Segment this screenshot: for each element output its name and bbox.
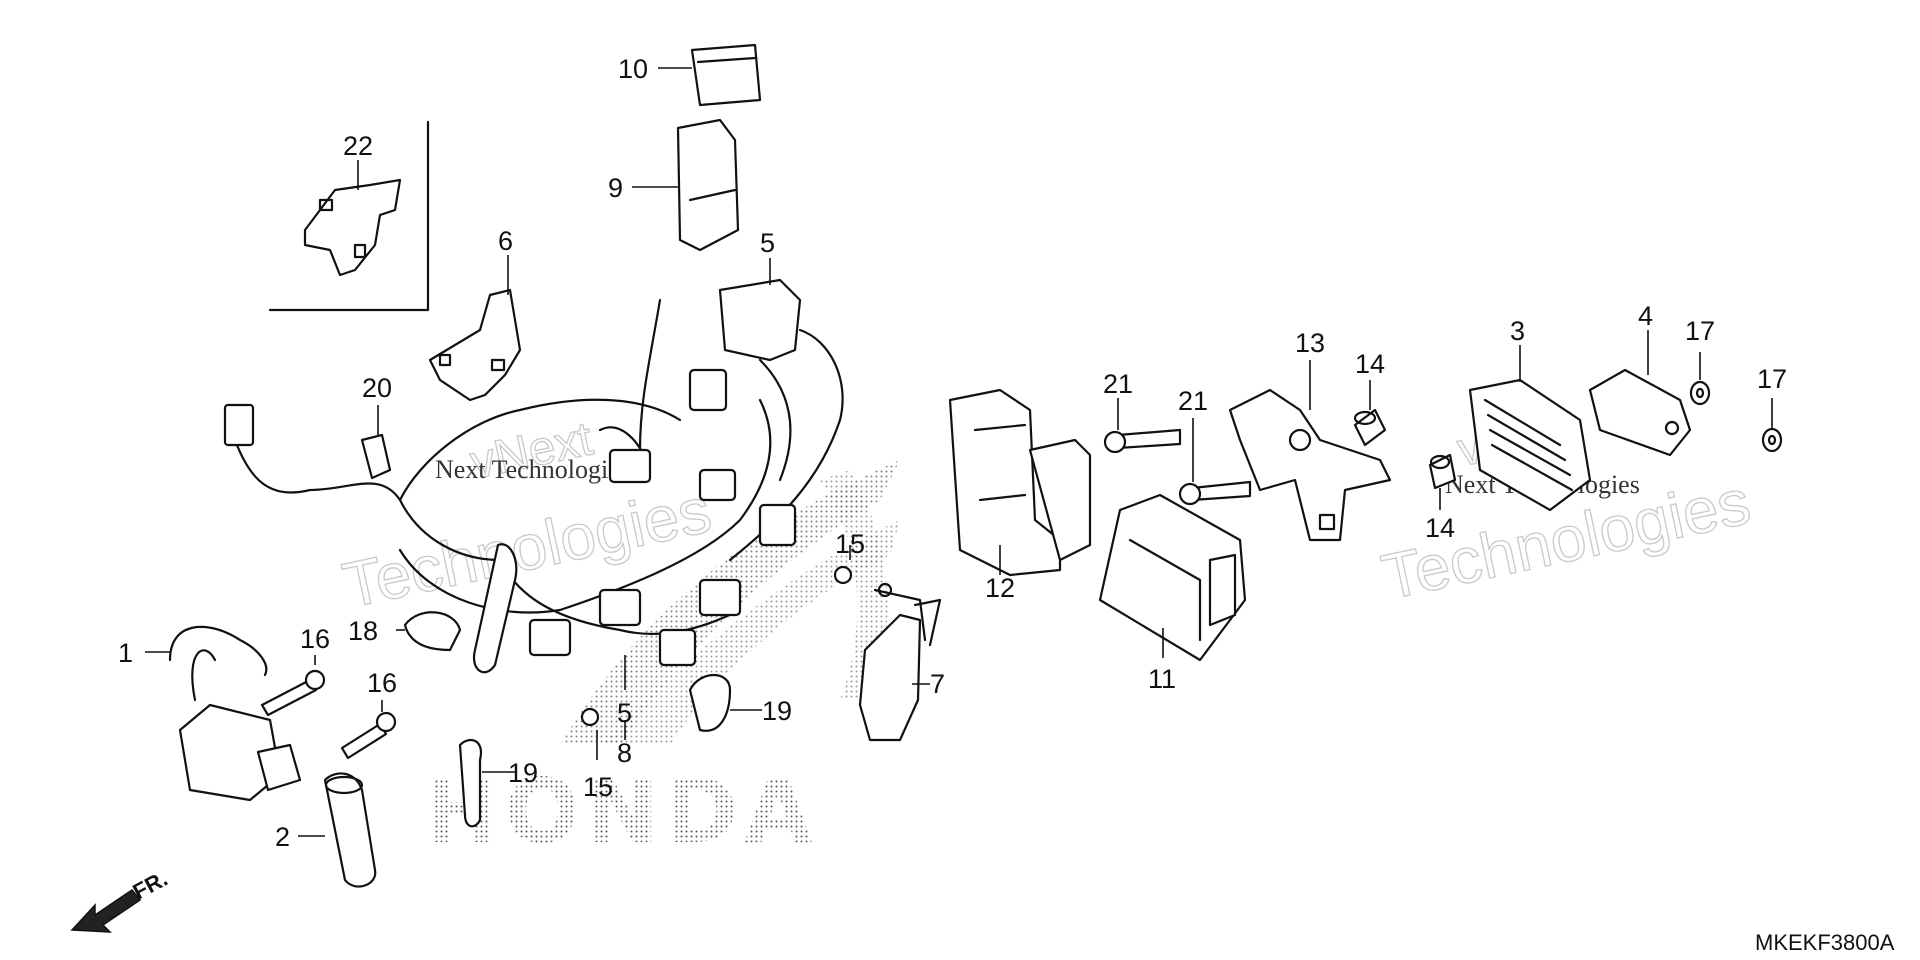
callout-6: 6 [498,226,513,256]
watermark-line-left: Next Technologies [435,455,630,484]
svg-text:Technologies: Technologies [337,474,717,622]
callout-7: 7 [930,669,945,699]
callout-2: 2 [275,822,290,852]
callout-20: 20 [362,373,392,403]
diagram-code: MKEKF3800A [1755,930,1895,955]
callout-14-top: 14 [1355,349,1385,379]
part-1-ignition-coil [168,625,302,802]
callout-11: 11 [1148,664,1176,694]
leader-lines [145,67,1773,837]
part-22-bracket [268,120,430,312]
callout-12: 12 [985,573,1015,603]
part-14-collar-top [1353,408,1387,447]
callout-5-bottom: 5 [617,698,632,728]
callout-labels: 1 2 3 4 5 5 6 7 8 9 10 11 12 13 14 14 15… [118,54,1787,852]
part-15-bolts [580,565,853,727]
part-6-bracket [428,288,522,402]
callout-16-a: 16 [300,624,330,654]
front-direction-arrow: FR. [70,866,172,933]
part-11-module [1098,493,1247,662]
callout-15-bottom: 15 [583,772,613,802]
callout-19-right: 19 [762,696,792,726]
callout-22: 22 [343,131,373,161]
part-4-plate [1588,368,1692,457]
part-5-connector-top [718,278,802,362]
part-16-bolts [260,669,397,760]
callout-1: 1 [118,638,133,668]
part-20-clip [360,433,392,480]
part-14-collar-bottom [1428,453,1457,490]
callout-4: 4 [1638,301,1653,331]
callout-14-bottom: 14 [1425,513,1455,543]
callout-5-top: 5 [760,228,775,258]
part-13-bracket [1228,388,1392,542]
part-12-ecu [948,388,1092,577]
callout-16-b: 16 [367,668,397,698]
part-7-bracket [858,582,942,742]
callout-13: 13 [1295,328,1325,358]
callout-3: 3 [1510,316,1525,346]
callout-19-left: 19 [508,758,538,788]
callout-9: 9 [608,173,623,203]
wire-harness [223,298,844,674]
part-2-plug-cap [323,772,377,888]
callout-8: 8 [617,738,632,768]
part-19-band-right [688,674,732,732]
callout-15-top: 15 [835,529,865,559]
callout-21-a: 21 [1103,369,1133,399]
part-9-connector [676,118,740,252]
callout-10: 10 [618,54,648,84]
callout-17-a: 17 [1685,316,1715,346]
part-19-band-left [458,738,483,828]
callout-21-b: 21 [1178,386,1208,416]
part-10-cover [690,43,762,107]
part-21-bolts [1103,428,1252,506]
honda-text: HONDA [425,760,818,863]
part-17-washer-a [1689,380,1711,406]
part-18-clamp [403,611,462,652]
callout-17-b: 17 [1757,364,1787,394]
callout-18: 18 [348,616,378,646]
part-17-washer-b [1761,427,1783,453]
